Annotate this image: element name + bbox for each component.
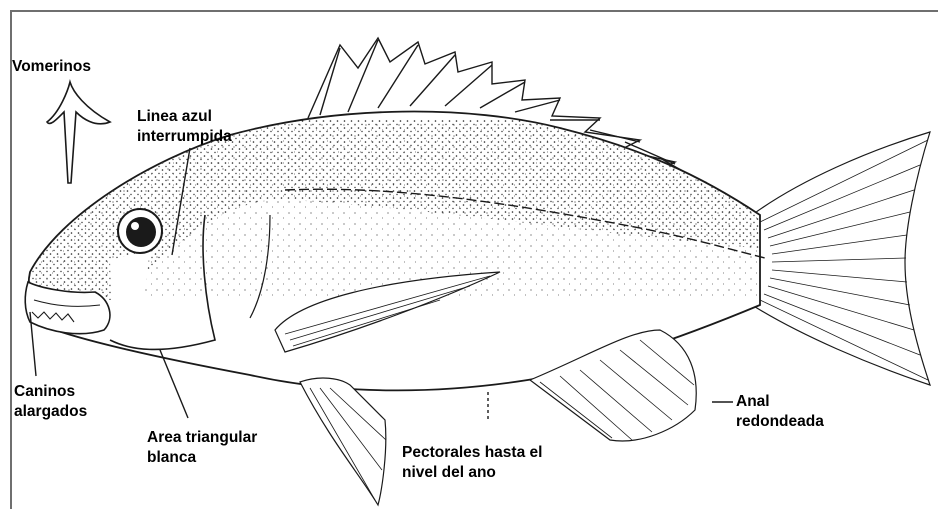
caudal-fin <box>752 132 930 385</box>
label-area-triangular: Area triangular blanca <box>147 428 257 468</box>
label-caninos-line1: Caninos <box>14 382 87 402</box>
label-vomerinos: Vomerinos <box>12 57 91 77</box>
label-linea-azul-line1: Linea azul <box>137 107 232 127</box>
label-area-triangular-line1: Area triangular <box>147 428 257 448</box>
label-anal-line2: redondeada <box>736 412 824 432</box>
label-pectorales: Pectorales hasta el nivel del ano <box>402 443 542 483</box>
label-area-triangular-line2: blanca <box>147 448 257 468</box>
label-caninos: Caninos alargados <box>14 382 87 422</box>
vomerine-patch-icon <box>47 82 110 183</box>
label-linea-azul-line2: interrumpida <box>137 127 232 147</box>
label-anal: Anal redondeada <box>736 392 824 432</box>
pelvic-fin <box>300 378 386 505</box>
label-pectorales-line2: nivel del ano <box>402 463 542 483</box>
label-pectorales-line1: Pectorales hasta el <box>402 443 542 463</box>
label-caninos-line2: alargados <box>14 402 87 422</box>
label-anal-line1: Anal <box>736 392 824 412</box>
label-linea-azul: Linea azul interrumpida <box>137 107 232 147</box>
eye-icon <box>118 209 162 253</box>
